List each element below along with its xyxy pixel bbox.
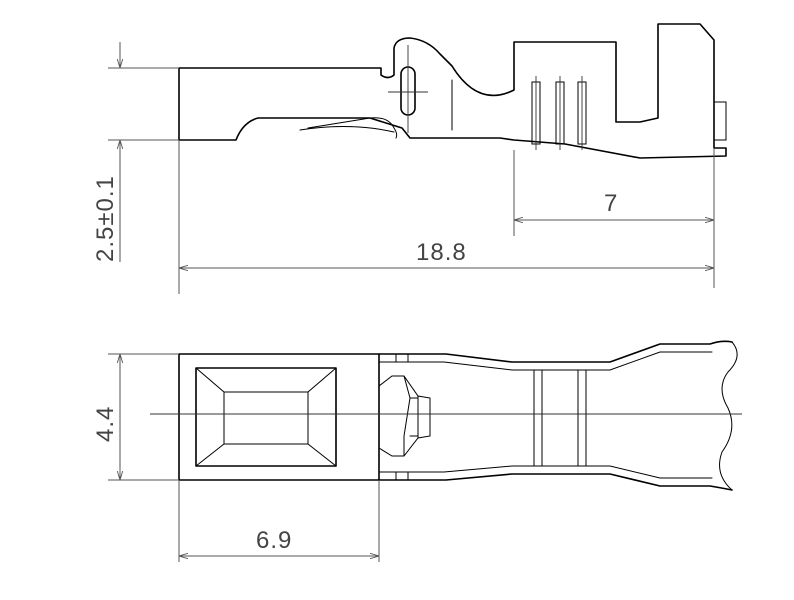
top-extension-lines	[108, 353, 380, 562]
window-bevel	[195, 367, 337, 467]
break-line	[719, 341, 738, 491]
small-notches	[395, 353, 409, 481]
side-view-outline	[178, 23, 727, 159]
crimp-length-label: 7	[604, 190, 618, 217]
lance	[299, 117, 398, 139]
top-view	[150, 340, 742, 491]
spring-finger	[378, 375, 431, 457]
side-view	[178, 23, 727, 159]
crimp-length-dimension: 7	[514, 190, 714, 220]
contact-length-dimension: 6.9	[179, 527, 379, 556]
height-dimension: 2.5±0.1	[92, 42, 120, 262]
top-view-outline	[378, 340, 733, 491]
height-dimension-label: 2.5±0.1	[92, 175, 119, 262]
width-dimension-label: 4.4	[92, 406, 119, 442]
overall-length-dimension: 18.8	[179, 239, 714, 268]
crimp-bars	[533, 369, 587, 467]
contact-length-label: 6.9	[256, 527, 292, 554]
serrations	[531, 76, 587, 150]
width-dimension: 4.4	[92, 354, 120, 480]
box-contact	[178, 353, 380, 481]
top-view-inner-edges	[378, 351, 713, 479]
overall-length-label: 18.8	[416, 239, 467, 266]
box-window-inner	[223, 391, 309, 445]
box-window-outer	[195, 367, 337, 467]
side-extension-lines	[108, 67, 715, 294]
rear-tab	[713, 101, 727, 141]
